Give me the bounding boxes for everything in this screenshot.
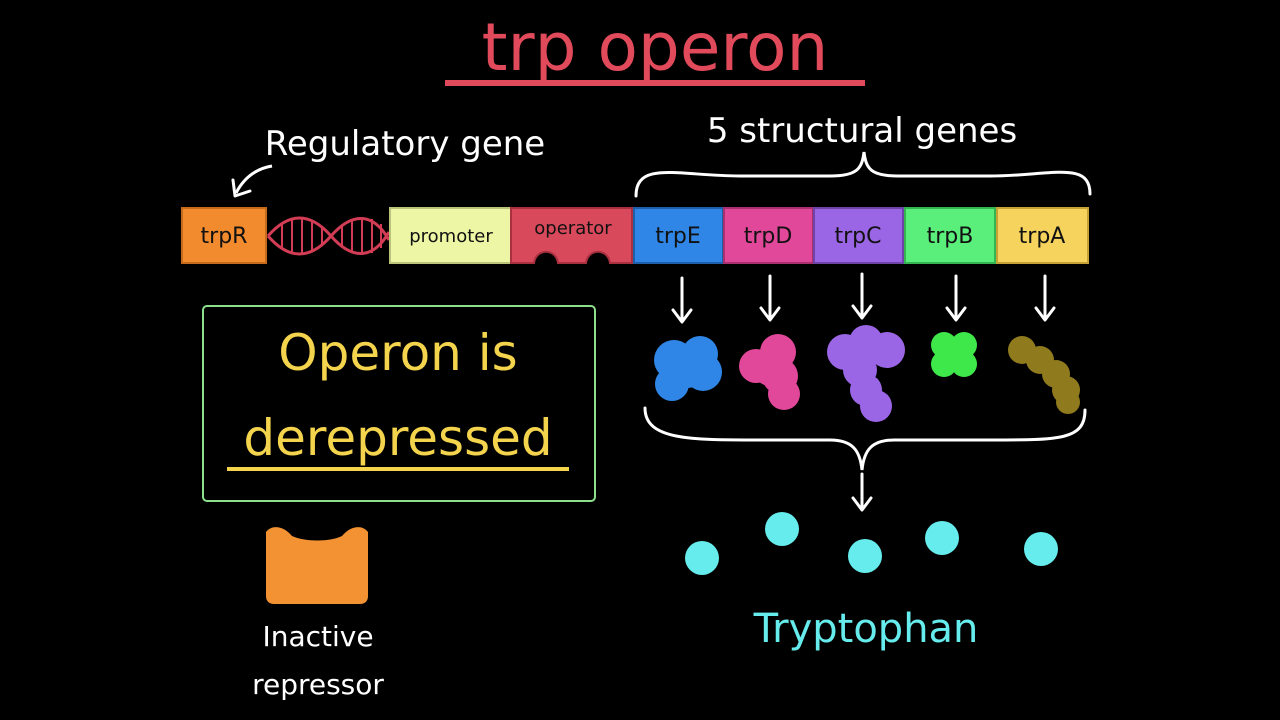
trpB-segment: trpB bbox=[904, 207, 996, 264]
repressor-label-line-2: repressor bbox=[252, 668, 384, 701]
trpA-segment: trpA bbox=[996, 207, 1089, 264]
status-underline bbox=[227, 467, 569, 471]
gene-to-protein-arrows bbox=[671, 272, 1056, 324]
protein-trpA bbox=[1008, 336, 1080, 414]
operator-segment: operator bbox=[510, 207, 633, 264]
regulatory-gene-arrowhead bbox=[231, 178, 252, 198]
protein-trpD bbox=[739, 334, 800, 410]
trpR-segment: trpR bbox=[181, 207, 267, 264]
status-line-1: Operon is bbox=[278, 324, 517, 382]
tryptophan-molecule bbox=[765, 512, 799, 546]
structural-genes-label: 5 structural genes bbox=[707, 111, 1017, 151]
tryptophan-molecule bbox=[1024, 532, 1058, 566]
protein-trpB bbox=[931, 332, 977, 377]
tryptophan-molecule bbox=[848, 539, 882, 573]
operator-label: operator bbox=[534, 218, 612, 239]
structural-genes-brace bbox=[634, 151, 1092, 198]
tryptophan-molecule bbox=[925, 521, 959, 555]
status-line-2: derepressed bbox=[243, 409, 552, 467]
inactive-repressor-icon bbox=[266, 527, 368, 604]
trpE-label: trpE bbox=[655, 224, 701, 249]
protein-to-tryptophan-arrow bbox=[851, 472, 873, 512]
title-underline bbox=[445, 80, 865, 86]
protein-brace bbox=[643, 406, 1087, 471]
trpB-label: trpB bbox=[927, 224, 974, 249]
promoter-segment: promoter bbox=[389, 207, 512, 264]
trpD-segment: trpD bbox=[723, 207, 814, 264]
title: trp operon bbox=[482, 9, 829, 86]
protein-trpC bbox=[827, 325, 905, 422]
trpE-segment: trpE bbox=[633, 207, 724, 264]
protein-trpE bbox=[654, 336, 722, 401]
repressor-label-line-1: Inactive bbox=[262, 620, 373, 653]
trpR-label: trpR bbox=[201, 224, 248, 249]
dna-helix bbox=[266, 216, 391, 256]
promoter-label: promoter bbox=[409, 226, 493, 247]
trpD-label: trpD bbox=[744, 224, 793, 249]
trpA-label: trpA bbox=[1019, 224, 1066, 249]
regulatory-gene-label: Regulatory gene bbox=[265, 124, 545, 164]
tryptophan-label: Tryptophan bbox=[753, 606, 979, 652]
trpC-label: trpC bbox=[835, 224, 882, 249]
regulatory-gene-arrow bbox=[234, 164, 273, 194]
trpC-segment: trpC bbox=[813, 207, 904, 264]
tryptophan-molecules bbox=[685, 512, 1058, 575]
status-box bbox=[202, 305, 596, 502]
tryptophan-molecule bbox=[685, 541, 719, 575]
